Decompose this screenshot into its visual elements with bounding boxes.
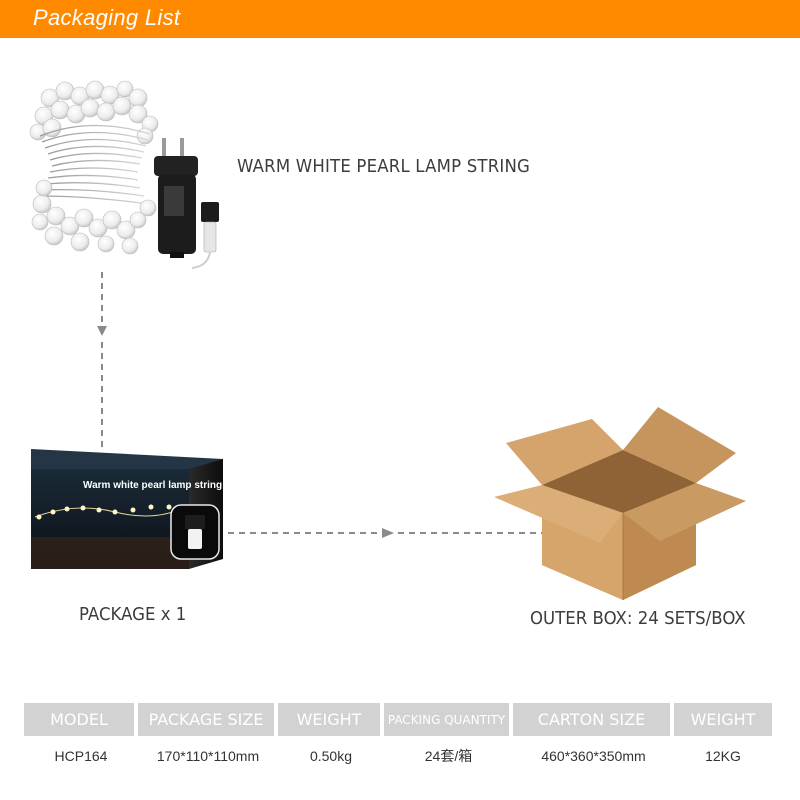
arrow-right-icon xyxy=(228,528,544,538)
spec-header-model: MODEL xyxy=(24,703,138,736)
spec-header-packing-quantity: PACKING QUANTITY xyxy=(384,703,513,736)
package-box-image xyxy=(31,449,223,569)
spec-header-package-size: PACKAGE SIZE xyxy=(138,703,278,736)
spec-cell-weight: 0.50kg xyxy=(309,748,353,764)
spec-table: MODEL PACKAGE SIZE WEIGHT PACKING QUANTI… xyxy=(24,703,772,776)
spec-cell-model: HCP164 xyxy=(54,748,108,764)
package-box-text: Warm white pearl lamp string xyxy=(83,480,223,491)
spec-header-weight: WEIGHT xyxy=(278,703,384,736)
spec-cell-carton-weight: 12KG xyxy=(705,748,741,764)
carton-box-image xyxy=(494,407,746,600)
page-title: Packaging List xyxy=(33,5,181,30)
spec-cell-carton-size: 460*360*350mm xyxy=(541,748,646,764)
spec-cell-packing-quantity: 24套/箱 xyxy=(424,748,473,764)
arrow-down-icon xyxy=(97,272,107,448)
spec-header-carton-size: CARTON SIZE xyxy=(513,703,674,736)
carton-label: OUTER BOX: 24 SETS/BOX xyxy=(530,608,746,629)
header-bar: Packaging List xyxy=(0,0,800,38)
spec-cell-package-size: 170*110*110mm xyxy=(156,748,260,764)
spec-table-header-row: MODEL PACKAGE SIZE WEIGHT PACKING QUANTI… xyxy=(24,703,772,736)
product-label: WARM WHITE PEARL LAMP STRING xyxy=(237,156,531,177)
spec-header-carton-weight: WEIGHT xyxy=(674,703,772,736)
package-label: PACKAGE x 1 xyxy=(79,604,187,625)
table-row: HCP164 170*110*110mm 0.50kg 24套/箱 460*36… xyxy=(24,736,772,776)
lamp-string-image xyxy=(29,80,219,269)
power-adapter-icon xyxy=(154,138,219,269)
